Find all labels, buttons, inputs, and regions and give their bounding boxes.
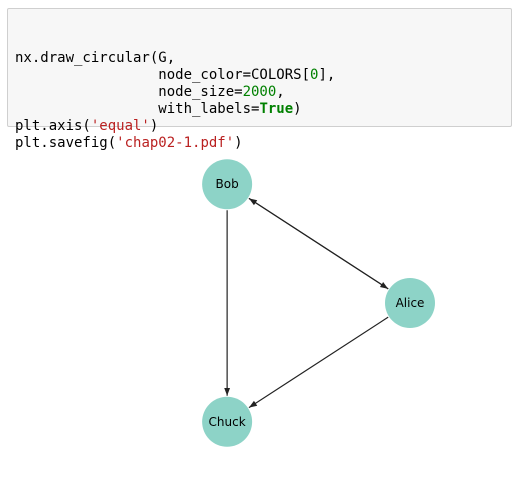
code-token: , bbox=[276, 84, 285, 100]
code-token: node_size= bbox=[15, 84, 243, 100]
code-token: plt.savefig( bbox=[15, 135, 117, 151]
code-line: node_color=COLORS[0], bbox=[15, 67, 511, 84]
node-label: Chuck bbox=[209, 415, 246, 429]
code-token: ) bbox=[293, 101, 302, 117]
code-token-string: 'chap02-1.pdf' bbox=[116, 135, 235, 151]
code-line: plt.axis('equal') bbox=[15, 118, 511, 135]
code-line: nx.draw_circular(G, bbox=[15, 50, 511, 67]
edges-layer bbox=[224, 197, 389, 409]
node-alice: Alice bbox=[385, 278, 435, 328]
edge-alice-chuck bbox=[248, 316, 389, 409]
node-label: Bob bbox=[216, 177, 239, 191]
code-token: ) bbox=[149, 118, 159, 134]
code-token-number: 2000 bbox=[242, 84, 277, 100]
node-circle bbox=[385, 278, 435, 328]
code-cell[interactable]: nx.draw_circular(G, node_color=COLORS[0]… bbox=[7, 8, 512, 151]
code-token: plt.axis( bbox=[15, 118, 91, 134]
code-line: plt.savefig('chap02-1.pdf') bbox=[15, 135, 511, 152]
code-token-number: 0 bbox=[310, 67, 319, 83]
node-circle bbox=[202, 159, 253, 210]
node-chuck: Chuck bbox=[202, 396, 253, 447]
code-token-keyword: True bbox=[259, 101, 294, 117]
edge-alice-bob bbox=[248, 197, 389, 290]
code-line: with_labels=True) bbox=[15, 101, 511, 118]
code-token-string: 'equal' bbox=[90, 118, 150, 134]
code-line: node_size=2000, bbox=[15, 84, 511, 101]
code-token: nx.draw_circular(G, bbox=[15, 50, 176, 66]
code-token: with_labels= bbox=[15, 101, 260, 117]
code-token: ], bbox=[318, 67, 336, 83]
node-bob: Bob bbox=[202, 159, 253, 210]
code-token: ) bbox=[234, 135, 243, 151]
code-token: node_color=COLORS[ bbox=[15, 67, 311, 83]
node-label: Alice bbox=[396, 296, 425, 310]
node-circle bbox=[202, 396, 253, 447]
